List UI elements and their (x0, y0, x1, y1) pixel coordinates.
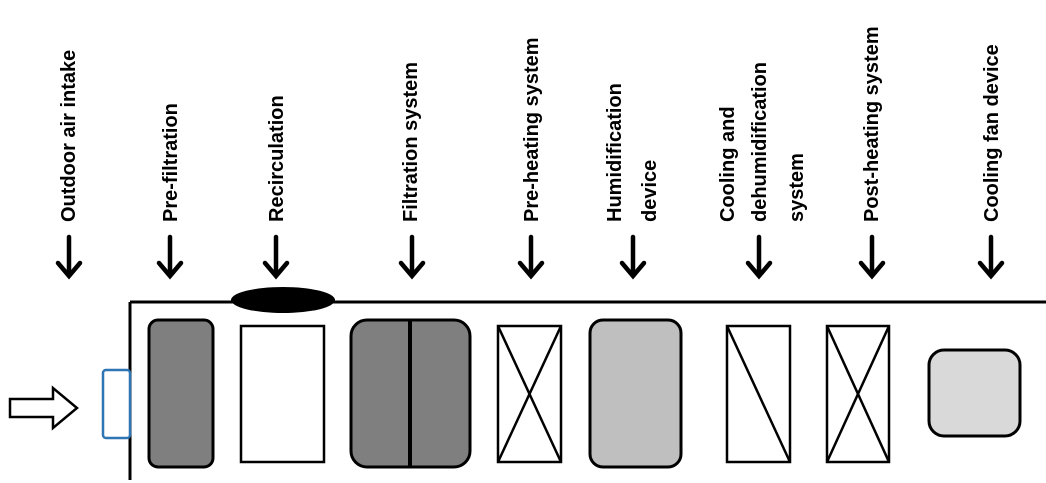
pre-filtration-box (147, 318, 215, 469)
label-cooling-line-1: Cooling and (717, 106, 739, 222)
down-arrow-icon (745, 234, 773, 280)
label-pre-heating-system: Pre-heating system (521, 37, 543, 222)
down-arrow-icon (398, 234, 426, 280)
label-cooling-line-3: system (786, 153, 808, 222)
down-arrow-icon (55, 234, 83, 280)
pre-heating-system-box (496, 324, 563, 464)
label-post-heating-system: Post-heating system (861, 26, 883, 222)
down-arrow-icon (977, 234, 1005, 280)
label-cooling-line-2: dehumidification (749, 62, 771, 222)
filtration-system-box (349, 318, 472, 469)
label-humidification-line-1: Humidification (604, 83, 626, 222)
post-heating-system-box (825, 324, 891, 464)
down-arrow-icon (858, 234, 886, 280)
recirculation-damper (231, 287, 335, 313)
recirculation-box (239, 324, 326, 464)
hollow-right-arrow-icon (8, 385, 79, 431)
labels: Outdoor air intake Pre-filtration Recirc… (58, 26, 1003, 222)
down-arrow-icon (262, 234, 290, 280)
label-humidification-line-2: device (639, 160, 661, 222)
label-filtration-system: Filtration system (400, 62, 422, 222)
label-recirculation: Recirculation (266, 95, 288, 222)
cooling-fan-device-box (927, 348, 1022, 438)
label-cooling-fan-device: Cooling fan device (981, 44, 1003, 222)
down-arrow-icon (619, 234, 647, 280)
humidification-device-box (588, 318, 683, 469)
down-arrow-icon (517, 234, 545, 280)
label-outdoor-air-intake: Outdoor air intake (58, 50, 80, 222)
down-arrow-icon (156, 234, 184, 280)
stage-arrows (55, 234, 1005, 280)
cooling-dehumidification-box (725, 324, 792, 464)
label-pre-filtration: Pre-filtration (160, 103, 182, 222)
outdoor-air-intake-opening (101, 368, 132, 440)
